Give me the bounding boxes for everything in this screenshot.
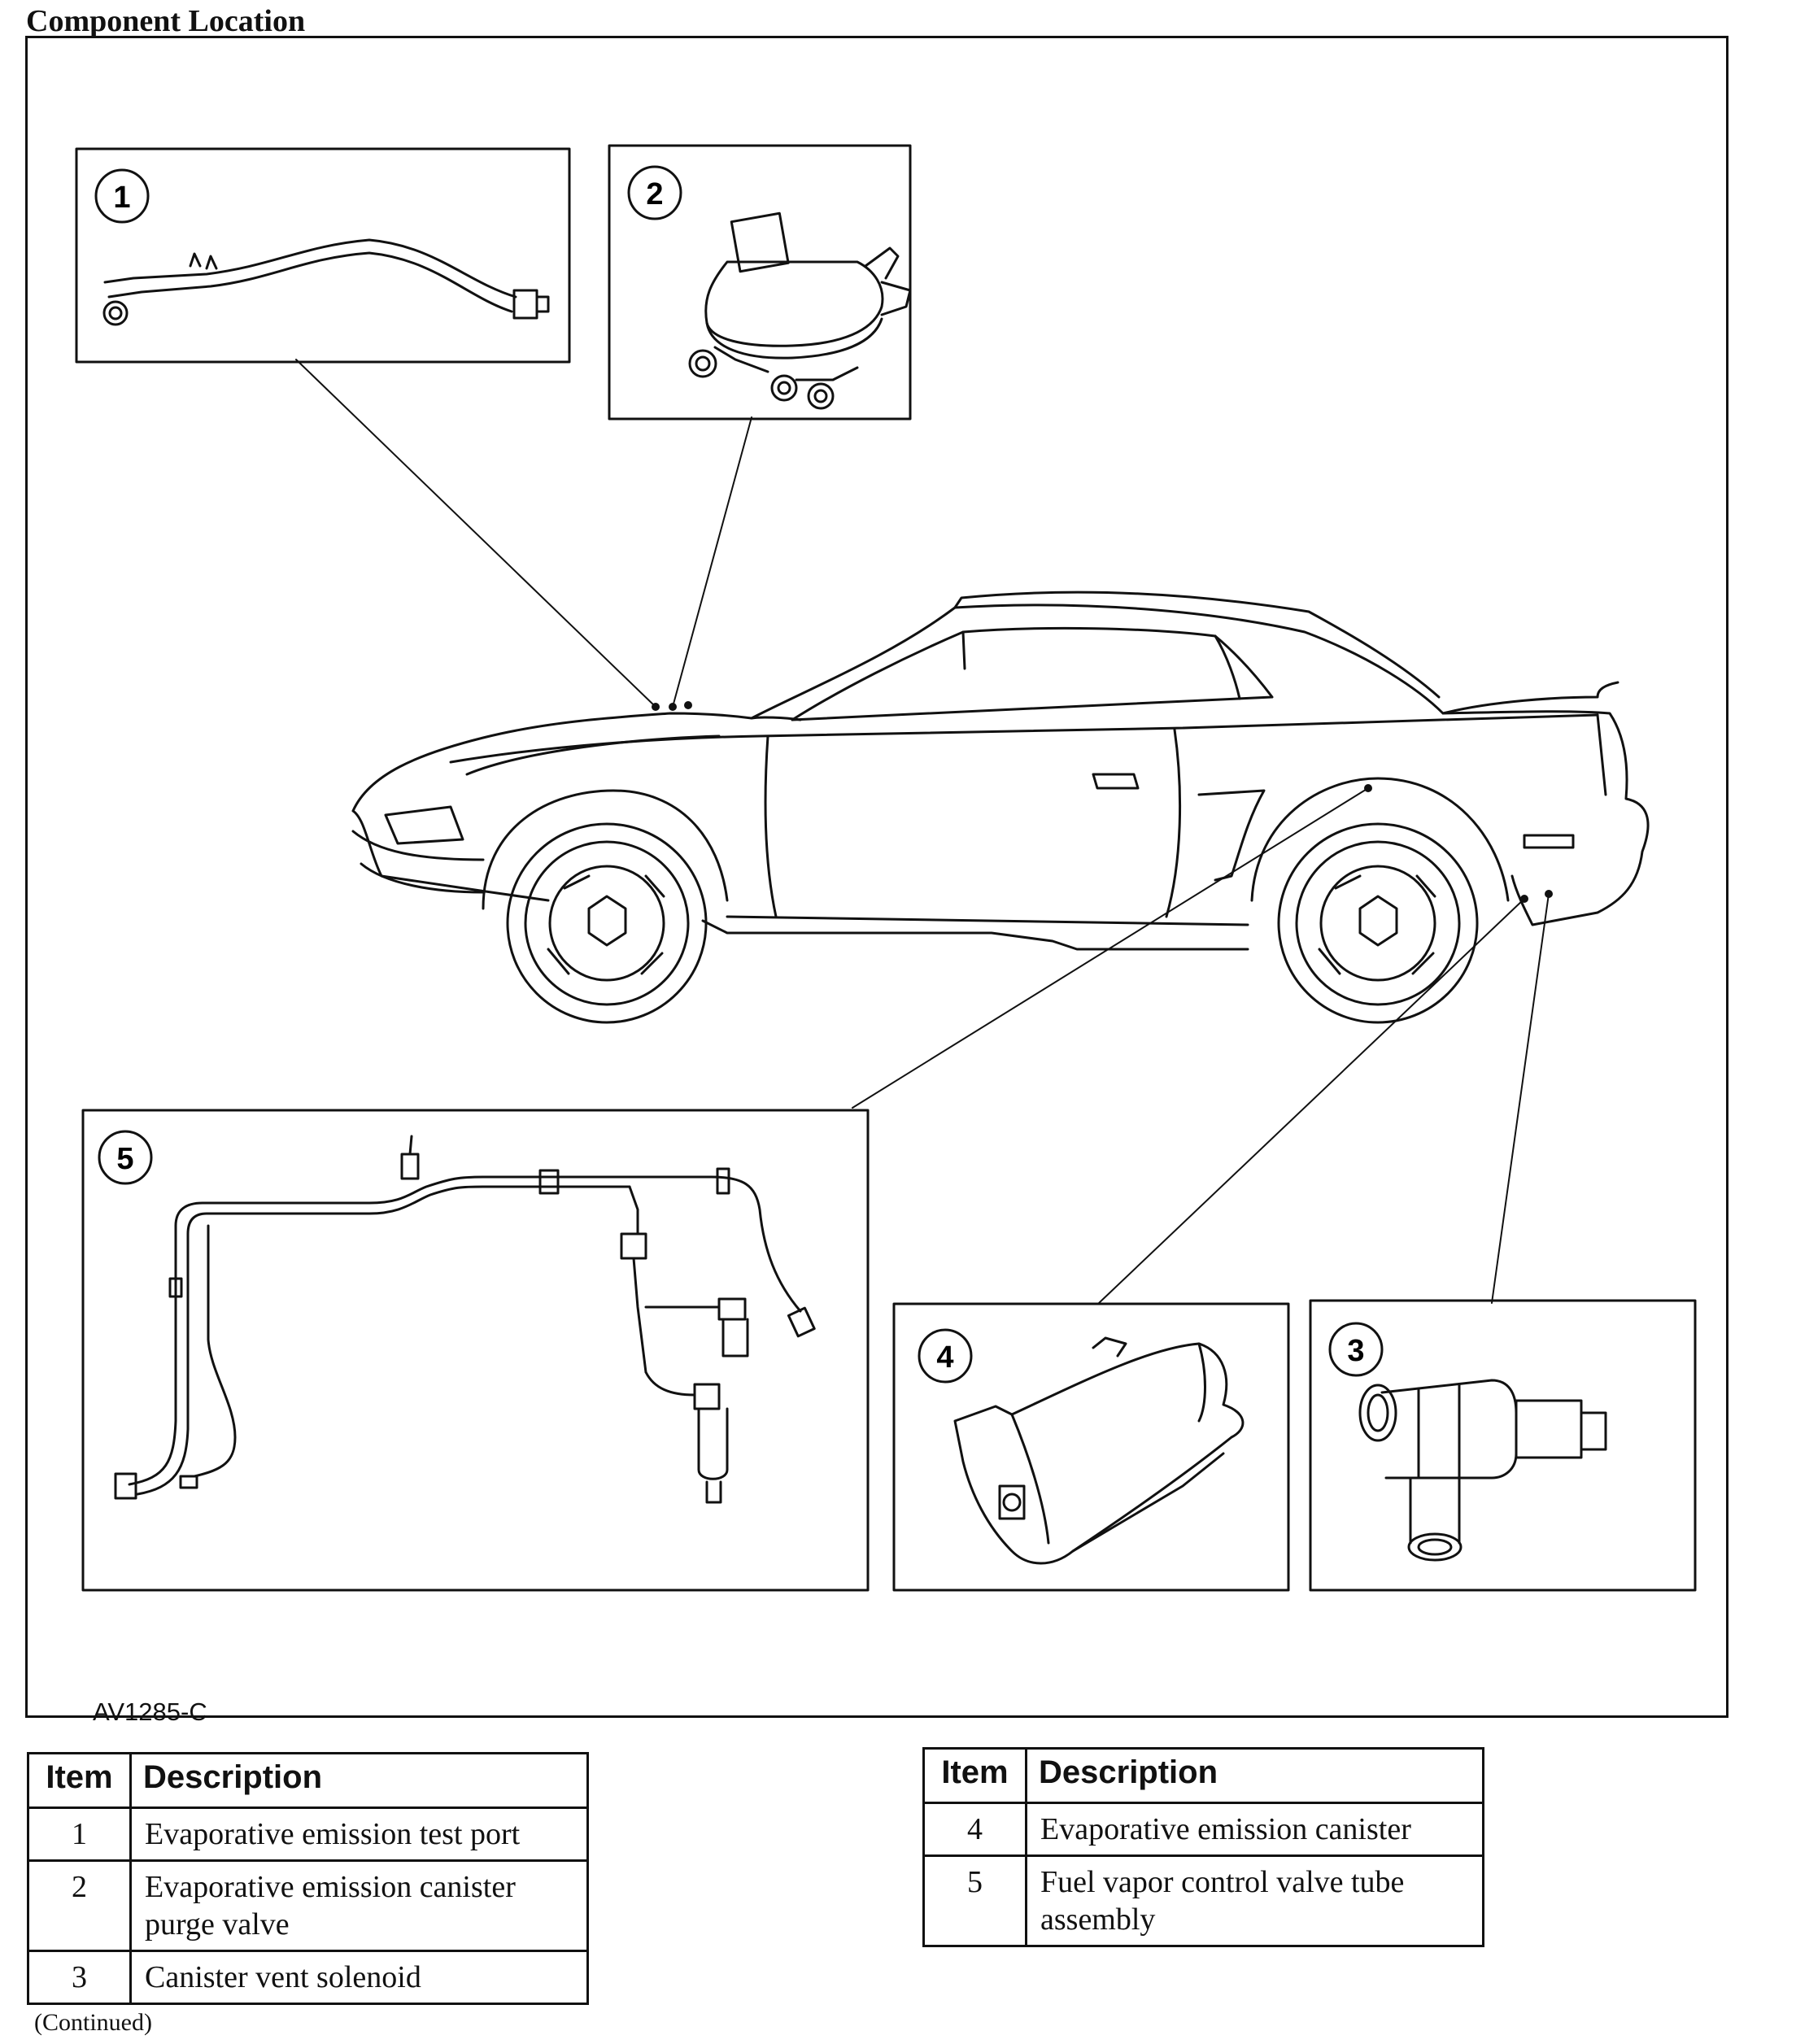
- item-number: 3: [27, 1950, 132, 2005]
- table-row: 3 Canister vent solenoid: [27, 1950, 589, 2005]
- callout-4: 4: [936, 1340, 953, 1375]
- item-table-right: Item Description 4 Evaporative emission …: [922, 1747, 1484, 1947]
- column-header-item: Item: [27, 1752, 132, 1809]
- vent-solenoid-illustration: [1358, 1379, 1607, 1562]
- canister-illustration: [953, 1336, 1245, 1565]
- item-description: Canister vent solenoid: [129, 1950, 589, 2005]
- item-number: 5: [922, 1854, 1027, 1947]
- column-header-description: Description: [129, 1752, 589, 1809]
- callout-5-circle: [98, 1130, 153, 1185]
- item-description: Evaporative emission canister: [1025, 1802, 1484, 1857]
- car-illustration: [351, 591, 1650, 1024]
- page-heading: Component Location: [26, 4, 306, 38]
- column-header-item: Item: [922, 1747, 1027, 1804]
- test-port-illustration: [102, 238, 550, 326]
- purge-valve-illustration: [688, 211, 912, 410]
- item-description: Evaporative emission canister purge valv…: [129, 1859, 589, 1952]
- item-number: 4: [922, 1802, 1027, 1857]
- item-table-left: Item Description 1 Evaporative emission …: [27, 1752, 589, 2005]
- table-row: 2 Evaporative emission canister purge va…: [27, 1859, 589, 1952]
- figure-code: AV1285-C: [93, 1698, 207, 1726]
- panel-3-frame: [1309, 1299, 1697, 1592]
- callout-2-circle: [627, 165, 682, 220]
- tube-assembly-illustration: [114, 1135, 816, 1504]
- callout-3-circle: [1328, 1322, 1384, 1377]
- column-header-description: Description: [1025, 1747, 1484, 1804]
- item-number: 1: [27, 1806, 132, 1862]
- item-description: Evaporative emission test port: [129, 1806, 589, 1862]
- callout-2: 2: [646, 177, 663, 211]
- diagram-canvas: 1 2 5 4 3: [75, 144, 1697, 1592]
- component-location-figure: 1 2 5 4 3 AV1285-C: [25, 36, 1728, 1726]
- panel-2-frame: [608, 144, 912, 421]
- callout-4-circle: [918, 1328, 973, 1384]
- callout-1-circle: [94, 168, 150, 224]
- panel-5-frame: [81, 1109, 870, 1592]
- continued-note: (Continued): [34, 2009, 152, 2036]
- callout-5: 5: [116, 1142, 133, 1176]
- table-row: 5 Fuel vapor control valve tube assembly: [922, 1854, 1484, 1947]
- callout-3: 3: [1347, 1334, 1364, 1368]
- leader-lines: [295, 359, 1550, 1304]
- callout-1: 1: [113, 181, 130, 215]
- panel-4-frame: [892, 1302, 1290, 1592]
- location-dots: [652, 701, 1553, 903]
- table-row: 1 Evaporative emission test port: [27, 1806, 589, 1862]
- table-row: 4 Evaporative emission canister: [922, 1802, 1484, 1857]
- item-number: 2: [27, 1859, 132, 1952]
- item-description: Fuel vapor control valve tube assembly: [1025, 1854, 1484, 1947]
- panel-1-frame: [75, 147, 571, 364]
